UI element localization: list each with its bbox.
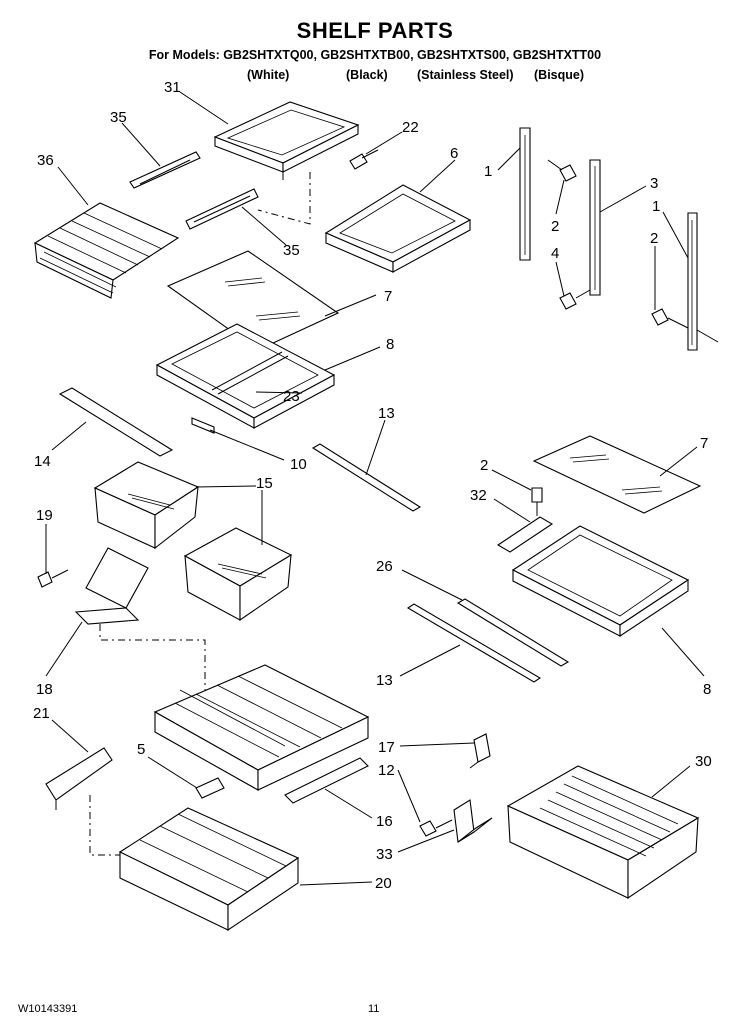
color-stainless: (Stainless Steel)	[417, 68, 514, 82]
callout-1-right: 1	[652, 198, 660, 215]
guide-line-31	[257, 172, 311, 225]
part-33-bracket	[453, 799, 493, 843]
callout-5: 5	[137, 741, 145, 758]
callout-31: 31	[164, 79, 181, 96]
part-7-glass-right	[532, 435, 702, 514]
callout-19: 19	[36, 507, 53, 524]
part-14-trim	[58, 387, 174, 457]
part-12-screw	[419, 819, 453, 837]
callout-18: 18	[36, 681, 53, 698]
doc-number: W10143391	[18, 1003, 78, 1015]
callout-3: 3	[650, 175, 658, 192]
callout-2-lower: 2	[650, 230, 658, 247]
callout-7-left: 7	[384, 288, 392, 305]
part-5-clip	[195, 777, 225, 799]
part-3-rail	[589, 159, 601, 296]
page-number: 11	[368, 1003, 380, 1015]
part-2-screw-lower	[651, 308, 689, 329]
callout-6: 6	[450, 145, 458, 162]
callout-30: 30	[695, 753, 712, 770]
callout-35-lower: 35	[283, 242, 300, 259]
part-18-bracket	[74, 547, 149, 625]
part-26-trim	[456, 598, 570, 667]
guide-line-18	[99, 624, 206, 690]
part-6-shelf-frame	[324, 184, 472, 273]
callout-20: 20	[375, 875, 392, 892]
callout-10: 10	[290, 456, 307, 473]
callout-2-upper: 2	[551, 218, 559, 235]
part-32-bracket	[496, 516, 554, 553]
part-4-screw	[559, 289, 591, 310]
part-30-pan	[506, 765, 700, 900]
color-black: (Black)	[346, 68, 388, 82]
callout-35-upper: 35	[110, 109, 127, 126]
callout-36: 36	[37, 152, 54, 169]
part-20-wire-basket	[118, 807, 300, 932]
part-13-trim-upper	[311, 443, 422, 512]
callout-4: 4	[551, 245, 559, 262]
part-22-screw	[349, 149, 379, 170]
callout-26: 26	[376, 558, 393, 575]
callout-33: 33	[376, 846, 393, 863]
part-21-bracket	[45, 747, 113, 810]
guide-line-21	[89, 795, 120, 856]
part-8-shelf-frame-right	[511, 525, 690, 638]
callout-17: 17	[378, 739, 395, 756]
part-13-trim-lower	[406, 603, 542, 683]
callout-2-right: 2	[480, 457, 488, 474]
callout-8-right: 8	[703, 681, 711, 698]
part-2-screw-upper	[547, 159, 577, 182]
part-35-upper-rail	[129, 151, 201, 189]
callout-12: 12	[378, 762, 395, 779]
callout-13-upper: 13	[378, 405, 395, 422]
part-2-screw-right	[531, 487, 543, 516]
callout-32: 32	[470, 487, 487, 504]
callout-1-left: 1	[484, 163, 492, 180]
callout-22: 22	[402, 119, 419, 136]
part-17-bracket	[469, 733, 491, 769]
callout-23: 23	[283, 388, 300, 405]
callout-21: 21	[33, 705, 50, 722]
part-31-shelf-frame	[213, 101, 360, 180]
callout-14: 14	[34, 453, 51, 470]
page-title: SHELF PARTS	[296, 18, 454, 43]
part-16-wire-basket	[153, 664, 370, 804]
part-1-rail-left	[519, 127, 531, 261]
part-15-pan-lower	[183, 527, 293, 622]
leader-lines	[45, 91, 705, 886]
color-white: (White)	[247, 68, 290, 82]
callout-15: 15	[256, 475, 273, 492]
callout-16: 16	[376, 813, 393, 830]
callout-8-upper: 8	[386, 336, 394, 353]
models-line: For Models: GB2SHTXTQ00, GB2SHTXTB00, GB…	[148, 48, 602, 62]
part-19-screw	[37, 569, 69, 588]
part-8-shelf-frame-upper	[155, 323, 336, 429]
part-36-wire-rack	[33, 202, 180, 299]
color-bisque: (Bisque)	[534, 68, 584, 82]
part-1-rail-right	[687, 212, 719, 351]
callout-7-right: 7	[700, 435, 708, 452]
part-10-clip	[191, 417, 215, 434]
callout-13-lower: 13	[376, 672, 393, 689]
part-35-lower-rail	[185, 188, 259, 230]
part-15-pan-upper	[93, 461, 200, 550]
